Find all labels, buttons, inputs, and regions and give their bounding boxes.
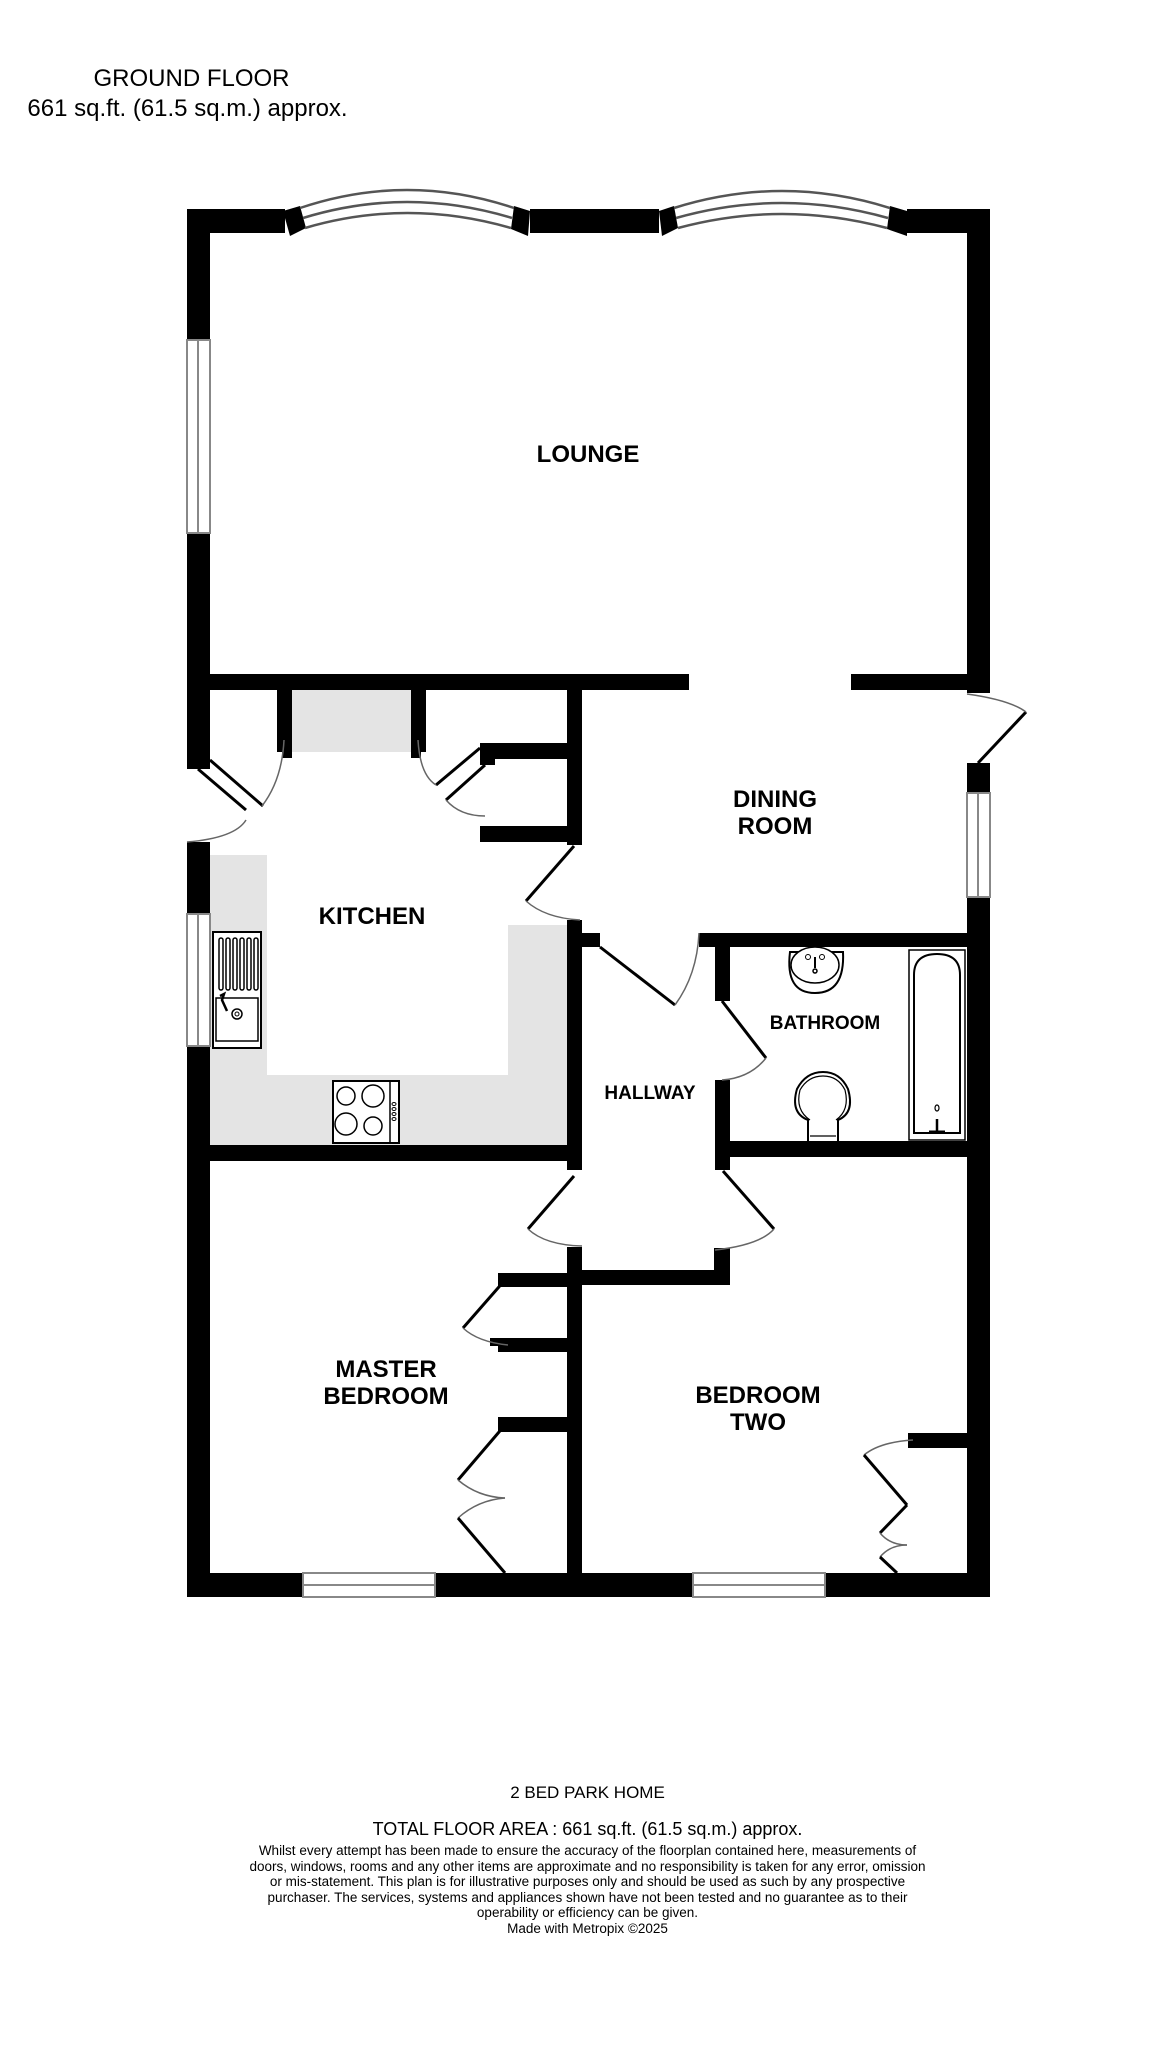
bathroom-door [720, 1000, 768, 1081]
label-dining-line1: DINING [733, 786, 817, 813]
floor-name: GROUND FLOOR [93, 65, 290, 92]
label-bathroom: BATHROOM [770, 1013, 880, 1034]
label-lounge: LOUNGE [537, 441, 640, 468]
hob-icon [332, 1080, 400, 1144]
master-wardrobe-door-lower [456, 1424, 507, 1574]
kitchen-dining-door [524, 845, 581, 921]
dining-external-door [966, 693, 1028, 765]
property-type: 2 BED PARK HOME [510, 1783, 665, 1802]
front-door [186, 739, 285, 843]
bay-window-1 [283, 188, 530, 236]
master-bedroom-door [526, 1175, 583, 1247]
credit: Made with Metropix ©2025 [507, 1920, 668, 1936]
exterior-walls [187, 209, 990, 1597]
master-wardrobe-door-upper [461, 1279, 509, 1346]
bedroom-two-wardrobe-door [862, 1439, 914, 1575]
hallway-dining-door [599, 932, 700, 1007]
floor-area: 661 sq.ft. (61.5 sq.m.) approx. [27, 95, 348, 122]
bath-icon [908, 949, 966, 1141]
disclaimer: Whilst every attempt has been made to en… [249, 1843, 926, 1920]
bay-window-2 [659, 189, 907, 236]
kitchen-sink-icon [212, 931, 262, 1049]
doors [186, 693, 1028, 1575]
label-kitchen: KITCHEN [319, 903, 426, 930]
label-bedroom-two-line2: TWO [730, 1409, 786, 1436]
cupboard-door [417, 739, 487, 817]
room-labels: LOUNGE DINING ROOM KITCHEN BATHROOM HALL… [319, 441, 881, 1436]
footer: 2 BED PARK HOME TOTAL FLOOR AREA : 661 s… [0, 1782, 1175, 1936]
interior-walls [187, 674, 990, 1597]
toilet-icon [794, 1070, 851, 1141]
label-hallway: HALLWAY [604, 1083, 695, 1104]
label-master-line1: MASTER [335, 1356, 436, 1383]
total-floor-area: TOTAL FLOOR AREA : 661 sq.ft. (61.5 sq.m… [372, 1819, 803, 1839]
basin-icon [788, 946, 845, 995]
label-master-line2: BEDROOM [323, 1383, 448, 1410]
windows [186, 339, 991, 1598]
bedroom-two-door [714, 1170, 776, 1251]
floor-heading: GROUND FLOOR 661 sq.ft. (61.5 sq.m.) app… [0, 64, 375, 124]
label-bedroom-two-line1: BEDROOM [695, 1382, 820, 1409]
label-dining-line2: ROOM [738, 813, 813, 840]
